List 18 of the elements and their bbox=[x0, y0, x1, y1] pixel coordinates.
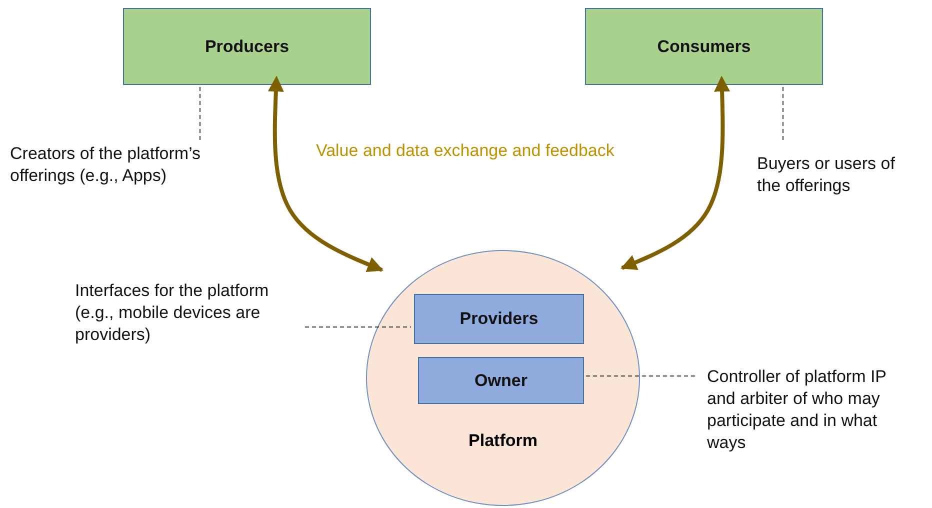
provider-box bbox=[414, 294, 584, 344]
box-label: Producers bbox=[204, 36, 290, 56]
annotation-text: Controller of platform IP and arbiter of who may participate and in what ways bbox=[707, 366, 888, 454]
leader-line bbox=[304, 326, 412, 328]
annotation-text: Value and data exchange and feedback bbox=[316, 141, 614, 161]
circle-label: Platform bbox=[468, 431, 538, 451]
box-label: Providers bbox=[460, 309, 538, 329]
box-label: Owner bbox=[474, 370, 528, 390]
double-arrow bbox=[268, 76, 384, 272]
annotation-text: Creators of the platform’s offerings (e.g., Apps) bbox=[10, 143, 202, 187]
producer-box bbox=[123, 8, 371, 85]
box-label: Consumers bbox=[657, 36, 751, 56]
double-arrow bbox=[620, 76, 730, 270]
owner-box bbox=[418, 357, 584, 404]
annotation-text: Interfaces for the platform (e.g., mobile devices are providers) bbox=[75, 280, 270, 346]
leader-line bbox=[782, 86, 784, 140]
consumer-box bbox=[585, 8, 823, 85]
annotation-text: Buyers or users of the offerings bbox=[757, 153, 896, 197]
